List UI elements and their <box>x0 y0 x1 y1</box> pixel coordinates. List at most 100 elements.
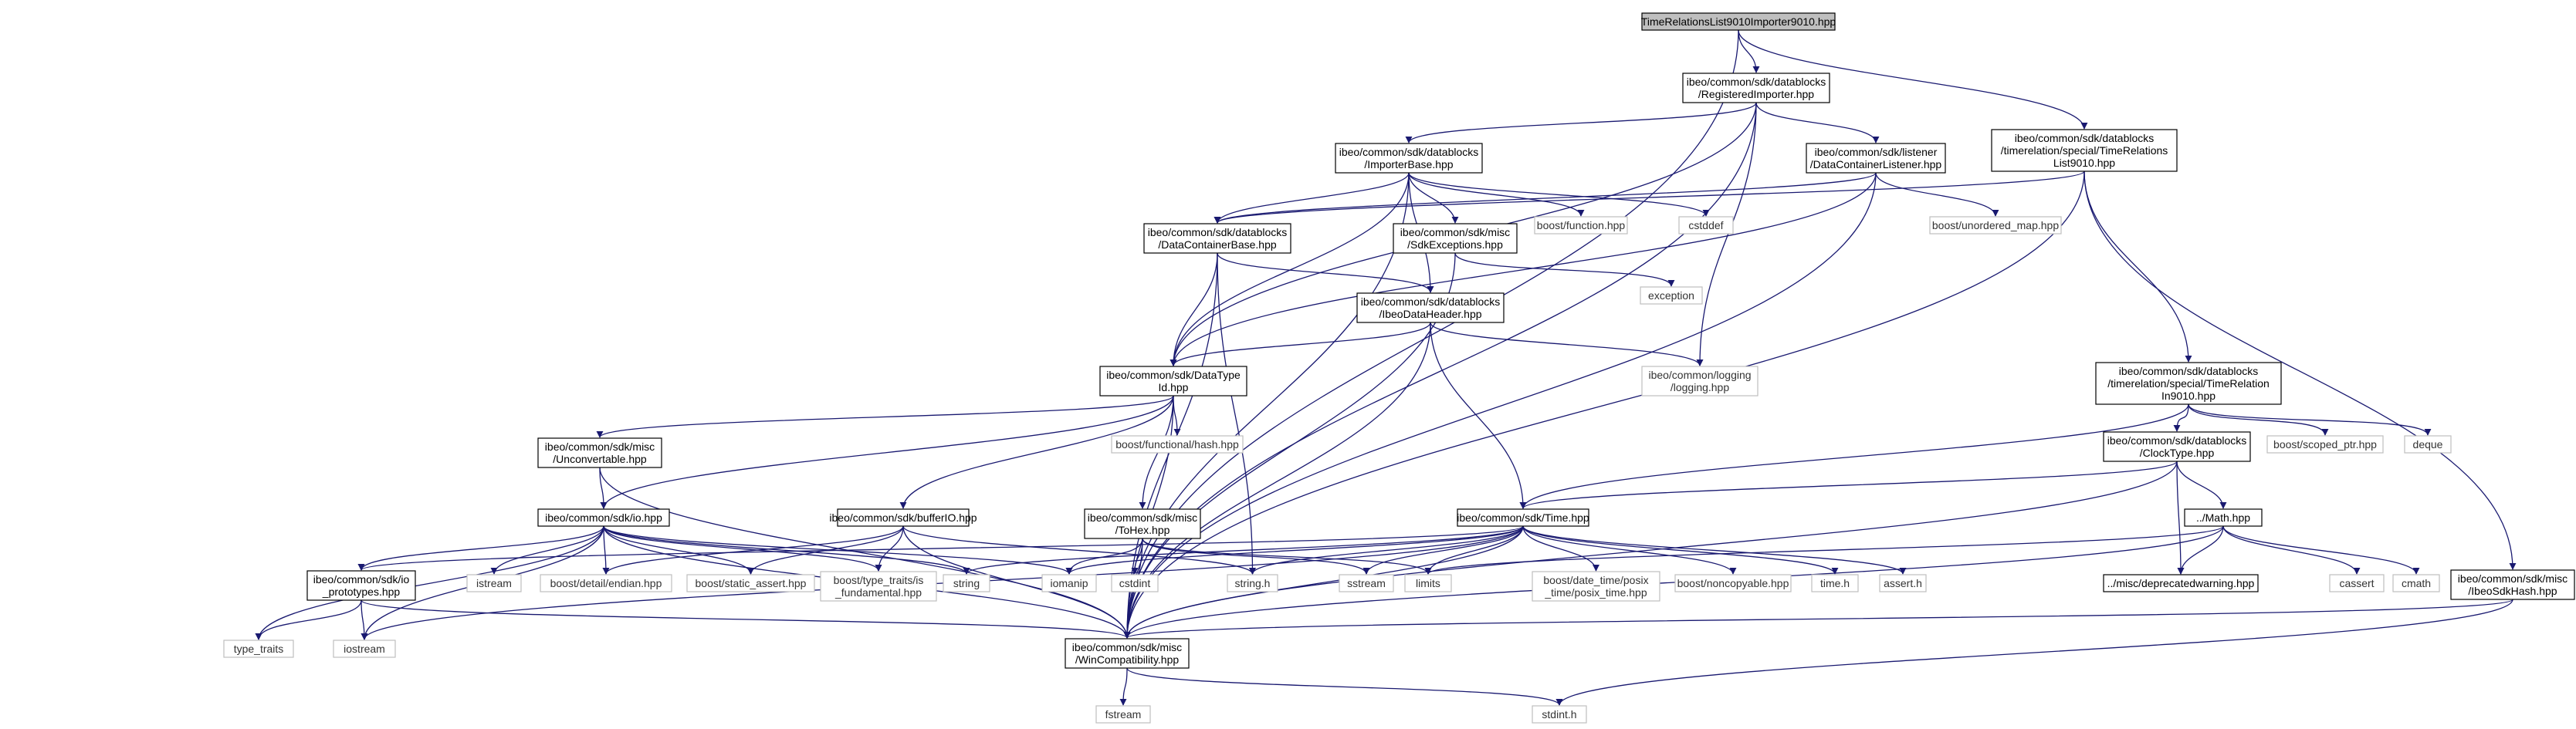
node-deprecated[interactable]: ../misc/deprecatedwarning.hpp <box>2103 574 2259 592</box>
edge-root-to-wincompat <box>1123 29 1739 639</box>
node-label: /WinCompatibility.hpp <box>1075 653 1180 666</box>
node-cmath: cmath <box>2392 574 2440 592</box>
node-label: /ClockType.hpp <box>2140 447 2215 459</box>
node-box <box>1041 574 1097 592</box>
node-box <box>1641 366 1759 397</box>
edge-time-to-iomanip <box>1065 525 1524 575</box>
node-label: ibeo/common/sdk/io <box>313 573 410 586</box>
edge-line <box>1522 525 1737 575</box>
node-label: ibeo/common/sdk/misc <box>1088 511 1197 524</box>
node-box <box>1682 73 1830 103</box>
node-label: /Unconvertable.hpp <box>553 453 647 465</box>
edge-line <box>1123 102 1757 639</box>
edge-tr9010-to-clocktype <box>2173 403 2189 432</box>
node-sdkexc[interactable]: ibeo/common/sdk/misc/SdkExceptions.hpp <box>1393 223 1518 254</box>
node-label: cstdint <box>1119 577 1151 589</box>
edge-clocktype-to-time <box>1519 461 2178 509</box>
node-time[interactable]: ibeo/common/sdk/Time.hpp <box>1457 508 1589 527</box>
node-math[interactable]: ../Math.hpp <box>2184 508 2263 527</box>
node-box <box>333 640 396 658</box>
node-stringh: string.h <box>1227 574 1278 592</box>
edge-time-to-posixtime <box>1522 525 1600 572</box>
node-trl9010[interactable]: ibeo/common/sdk/datablocks/timerelation/… <box>1991 129 2178 172</box>
node-label: istream <box>476 577 512 589</box>
node-unordmap: boost/unordered_map.hpp <box>1929 216 2062 235</box>
node-clocktype[interactable]: ibeo/common/sdk/datablocks/ClockType.hpp <box>2103 431 2251 462</box>
node-asserth: assert.h <box>1879 574 1927 592</box>
edge-time-to-asserth <box>1522 525 1907 575</box>
edge-importerbase-to-boostfunc <box>1408 172 1585 217</box>
edge-clocktype-to-wincompat <box>1123 461 2178 639</box>
edge-line <box>1405 102 1757 143</box>
node-box <box>540 574 672 592</box>
edge-ioproto-to-typetraits <box>255 599 362 640</box>
node-box <box>2095 362 2282 405</box>
node-label: stdint.h <box>1542 708 1576 721</box>
node-typetraits: type_traits <box>223 640 294 658</box>
node-label: ibeo/common/sdk/bufferIO.hpp <box>829 511 977 524</box>
node-label: /DataContainerListener.hpp <box>1810 158 1942 170</box>
node-label: In9010.hpp <box>2161 390 2215 402</box>
edge-line <box>1142 538 1432 575</box>
node-iomanip: iomanip <box>1041 574 1097 592</box>
node-sdkhash[interactable]: ibeo/common/sdk/misc/IbeoSdkHash.hpp <box>2450 569 2575 600</box>
node-label: /logging.hpp <box>1671 381 1730 393</box>
node-dcbase[interactable]: ibeo/common/sdk/datablocks/DataContainer… <box>1143 223 1291 254</box>
node-box <box>1991 129 2178 172</box>
edge-line <box>1170 252 1218 366</box>
edge-io-to-string <box>603 525 970 575</box>
node-wincompat[interactable]: ibeo/common/sdk/misc/WinCompatibility.hp… <box>1065 638 1190 669</box>
node-limits: limits <box>1404 574 1452 592</box>
edge-line <box>1214 172 1877 224</box>
node-bufferio[interactable]: ibeo/common/sdk/bufferIO.hpp <box>829 508 977 527</box>
node-label: boost/function.hpp <box>1537 219 1626 231</box>
node-io[interactable]: ibeo/common/sdk/io.hpp <box>537 508 670 527</box>
edge-line <box>2176 461 2227 509</box>
node-label: List9010.hpp <box>2053 157 2115 169</box>
edge-line <box>361 599 368 640</box>
node-label: time.h <box>1820 577 1850 589</box>
edge-io-to-typetraits <box>255 525 604 640</box>
node-istream: istream <box>466 574 522 592</box>
node-dclistener[interactable]: ibeo/common/sdk/listener/DataContainerLi… <box>1806 143 1946 174</box>
node-label: Id.hpp <box>1159 381 1189 393</box>
edge-importerbase-to-cstddef <box>1408 172 1710 217</box>
node-box <box>1084 508 1201 539</box>
node-cstdint: cstdint <box>1111 574 1159 592</box>
node-label: ibeo/common/sdk/misc <box>1072 641 1182 653</box>
node-box <box>1806 143 1946 174</box>
edge-line <box>2177 525 2224 575</box>
node-label: assert.h <box>1884 577 1922 589</box>
node-ibeoheader[interactable]: ibeo/common/sdk/datablocks/IbeoDataHeade… <box>1356 292 1505 323</box>
edge-line <box>599 467 1131 639</box>
node-box <box>1929 216 2062 235</box>
edge-wincompat-to-fstream <box>1119 667 1128 706</box>
edge-line <box>1123 29 1739 639</box>
edge-time-to-noncopy <box>1522 525 1737 575</box>
node-box <box>537 437 662 468</box>
dependency-edges <box>255 29 2517 706</box>
node-box <box>537 508 670 527</box>
node-root[interactable]: TimeRelationsList9010Importer9010.hpp <box>1641 12 1836 31</box>
edge-ibeoheader-to-time <box>1430 322 1527 509</box>
edge-root-to-trl9010 <box>1738 29 2088 130</box>
node-registered[interactable]: ibeo/common/sdk/datablocks/RegisteredImp… <box>1682 73 1830 103</box>
node-unconv[interactable]: ibeo/common/sdk/misc/Unconvertable.hpp <box>537 437 662 468</box>
node-label: ibeo/common/sdk/datablocks <box>1687 76 1826 88</box>
edge-line <box>599 467 608 509</box>
node-ioproto[interactable]: ibeo/common/sdk/io_prototypes.hpp <box>306 570 416 601</box>
edge-math-to-limits <box>1424 525 2224 575</box>
edge-line <box>902 525 1131 639</box>
node-label: ibeo/common/sdk/datablocks <box>2015 132 2155 144</box>
edge-line <box>1249 525 1524 575</box>
edge-math-to-deprecated <box>2177 525 2224 575</box>
node-importerbase[interactable]: ibeo/common/sdk/datablocks/ImporterBase.… <box>1335 143 1483 174</box>
edge-bufferio-to-endian <box>602 525 904 575</box>
node-label: type_traits <box>234 643 284 655</box>
node-tr9010[interactable]: ibeo/common/sdk/datablocks/timerelation/… <box>2095 362 2282 405</box>
node-tohex[interactable]: ibeo/common/sdk/misc/ToHex.hpp <box>1084 508 1201 539</box>
edge-importerbase-to-dcbase <box>1214 172 1410 224</box>
node-cassert: cassert <box>2329 574 2385 592</box>
node-label: limits <box>1416 577 1440 589</box>
